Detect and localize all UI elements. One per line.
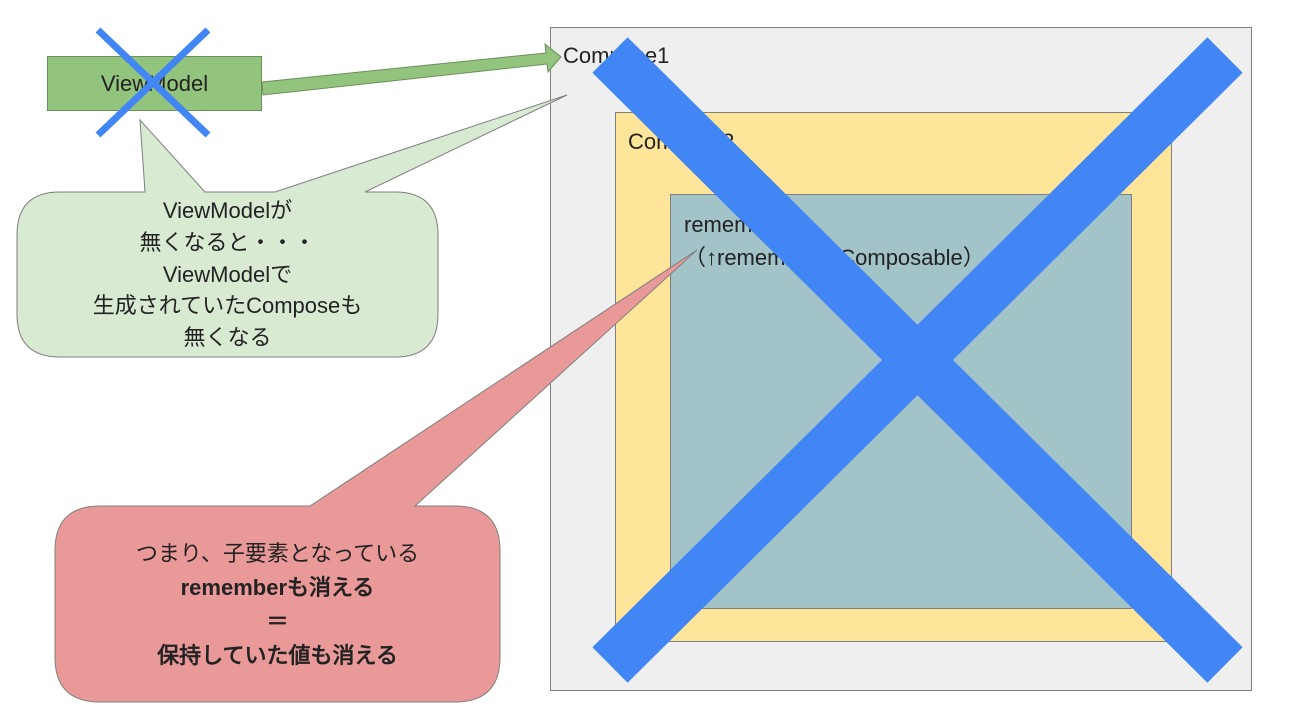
red-callout-line: 保持していた値も消える — [157, 643, 398, 669]
red-callout-line: ＝ — [266, 609, 289, 634]
red-callout-bubble — [54, 249, 698, 703]
green-callout-line: 無くなる — [183, 325, 272, 351]
compose-cross-icon — [592, 37, 1243, 683]
green-callout-line: ViewModelが — [162, 197, 293, 223]
green-callout-line: 無くなると・・・ — [139, 229, 316, 255]
viewmodel-to-compose-arrow — [261, 42, 562, 96]
green-callout-line: ViewModelで — [162, 261, 293, 287]
red-callout-line: rememberも消える — [180, 574, 375, 600]
green-callout-line: 生成されていたComposeも — [92, 293, 363, 319]
viewmodel-cross-icon — [95, 27, 211, 138]
green-callout-text: ViewModelが 無くなると・・・ ViewModelで 生成されていたCo… — [17, 192, 438, 357]
red-callout-line: つまり、子要素となっている — [135, 540, 420, 566]
green-callout-bubble — [16, 94, 568, 358]
red-callout-text: つまり、子要素となっている rememberも消える ＝ 保持していた値も消える — [55, 520, 500, 690]
